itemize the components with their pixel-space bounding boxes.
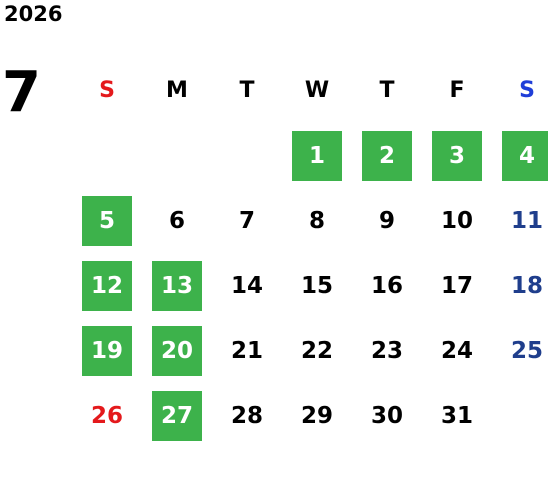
highlighted-day-number: 12 bbox=[82, 260, 132, 311]
day-number: 28 bbox=[230, 402, 263, 429]
day-cell[interactable]: 16 bbox=[352, 253, 422, 318]
day-cell[interactable]: 27 bbox=[142, 383, 212, 448]
day-number: 14 bbox=[230, 272, 263, 299]
day-cell[interactable]: 29 bbox=[282, 383, 352, 448]
day-cell[interactable]: 26 bbox=[72, 383, 142, 448]
day-number: 8 bbox=[308, 207, 325, 234]
day-cell[interactable]: 22 bbox=[282, 318, 352, 383]
day-cell[interactable]: 18 bbox=[492, 253, 548, 318]
day-number: 6 bbox=[168, 207, 185, 234]
day-number: 24 bbox=[440, 337, 473, 364]
day-number: 18 bbox=[510, 272, 543, 299]
year-label: 2026 bbox=[4, 2, 63, 26]
empty-cell bbox=[212, 123, 282, 188]
day-cell[interactable]: 2 bbox=[352, 123, 422, 188]
day-number: 9 bbox=[378, 207, 395, 234]
day-cell[interactable]: 6 bbox=[142, 188, 212, 253]
day-number: 21 bbox=[230, 337, 263, 364]
day-cell[interactable]: 9 bbox=[352, 188, 422, 253]
day-cell[interactable]: 8 bbox=[282, 188, 352, 253]
day-cell[interactable]: 11 bbox=[492, 188, 548, 253]
highlighted-day-number: 3 bbox=[432, 130, 482, 181]
day-cell[interactable]: 14 bbox=[212, 253, 282, 318]
month-number: 7 bbox=[2, 60, 41, 125]
weekday-header-tuesday: T bbox=[239, 78, 255, 103]
day-number: 15 bbox=[300, 272, 333, 299]
day-cell[interactable]: 23 bbox=[352, 318, 422, 383]
day-cell[interactable]: 17 bbox=[422, 253, 492, 318]
empty-cell bbox=[72, 123, 142, 188]
day-cell[interactable]: 25 bbox=[492, 318, 548, 383]
day-number: 10 bbox=[440, 207, 473, 234]
day-cell[interactable]: 13 bbox=[142, 253, 212, 318]
highlighted-day-number: 5 bbox=[82, 195, 132, 246]
day-cell[interactable]: 4 bbox=[492, 123, 548, 188]
weekday-header-saturday: S bbox=[519, 78, 535, 103]
day-number: 17 bbox=[440, 272, 473, 299]
day-cell[interactable]: 12 bbox=[72, 253, 142, 318]
highlighted-day-number: 19 bbox=[82, 325, 132, 376]
day-number: 31 bbox=[440, 402, 473, 429]
weekday-header-thursday: T bbox=[379, 78, 395, 103]
day-cell[interactable]: 24 bbox=[422, 318, 492, 383]
weekday-header-wednesday: W bbox=[304, 78, 330, 103]
weekday-header-sunday: S bbox=[99, 78, 115, 103]
weekday-header-friday: F bbox=[449, 78, 465, 103]
day-cell[interactable]: 1 bbox=[282, 123, 352, 188]
day-number: 30 bbox=[370, 402, 403, 429]
highlighted-day-number: 27 bbox=[152, 390, 202, 441]
day-number: 22 bbox=[300, 337, 333, 364]
day-cell[interactable]: 3 bbox=[422, 123, 492, 188]
day-cell[interactable]: 5 bbox=[72, 188, 142, 253]
day-cell[interactable]: 21 bbox=[212, 318, 282, 383]
weekday-header-monday: M bbox=[166, 78, 188, 103]
day-cell[interactable]: 20 bbox=[142, 318, 212, 383]
highlighted-day-number: 2 bbox=[362, 130, 412, 181]
day-number: 16 bbox=[370, 272, 403, 299]
day-cell[interactable]: 19 bbox=[72, 318, 142, 383]
highlighted-day-number: 4 bbox=[502, 130, 548, 181]
day-number: 26 bbox=[90, 402, 123, 429]
day-cell[interactable]: 7 bbox=[212, 188, 282, 253]
highlighted-day-number: 1 bbox=[292, 130, 342, 181]
highlighted-day-number: 13 bbox=[152, 260, 202, 311]
day-number: 25 bbox=[510, 337, 543, 364]
day-number: 29 bbox=[300, 402, 333, 429]
day-number: 11 bbox=[510, 207, 543, 234]
day-cell[interactable]: 28 bbox=[212, 383, 282, 448]
day-number: 7 bbox=[238, 207, 255, 234]
day-cell[interactable]: 31 bbox=[422, 383, 492, 448]
empty-cell bbox=[142, 123, 212, 188]
highlighted-day-number: 20 bbox=[152, 325, 202, 376]
day-cell[interactable]: 15 bbox=[282, 253, 352, 318]
day-cell[interactable]: 30 bbox=[352, 383, 422, 448]
day-number: 23 bbox=[370, 337, 403, 364]
day-cell[interactable]: 10 bbox=[422, 188, 492, 253]
